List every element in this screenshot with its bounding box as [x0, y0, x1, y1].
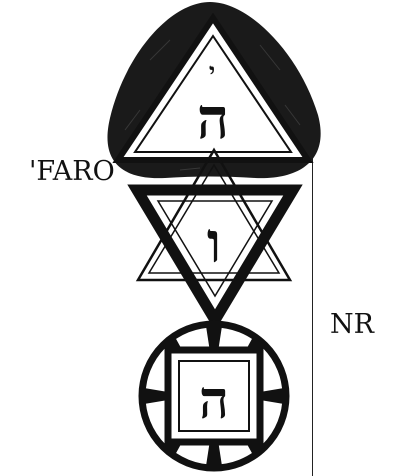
middle-vav-letter: ו [207, 210, 221, 276]
top-yod-mark: י [209, 57, 215, 86]
top-he-letter: ה [197, 86, 229, 152]
bottom-emblem: ה [142, 324, 286, 468]
bottom-he-letter: ה [199, 370, 229, 431]
